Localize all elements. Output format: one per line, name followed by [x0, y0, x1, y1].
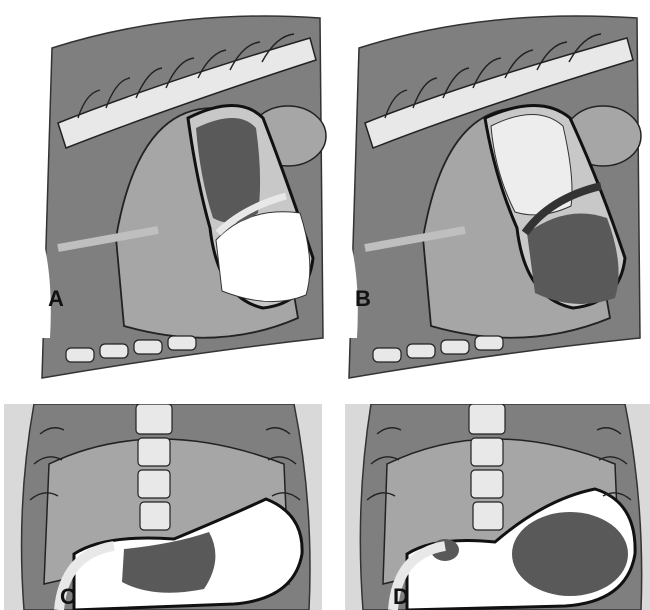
panel-d: D [345, 404, 650, 610]
panel-label: B [355, 288, 371, 310]
panel-label: A [48, 288, 64, 310]
fluid-region [512, 512, 628, 596]
fluid-region [527, 213, 619, 303]
panel-a: A [38, 8, 328, 380]
vd-illustration-d [345, 404, 650, 610]
vd-illustration-c [4, 404, 322, 610]
lateral-illustration-b [345, 8, 645, 380]
panel-b: B [345, 8, 645, 380]
panel-label: D [393, 586, 409, 608]
panel-label: C [60, 586, 76, 608]
panel-c: C [4, 404, 322, 610]
lateral-illustration-a [38, 8, 328, 380]
